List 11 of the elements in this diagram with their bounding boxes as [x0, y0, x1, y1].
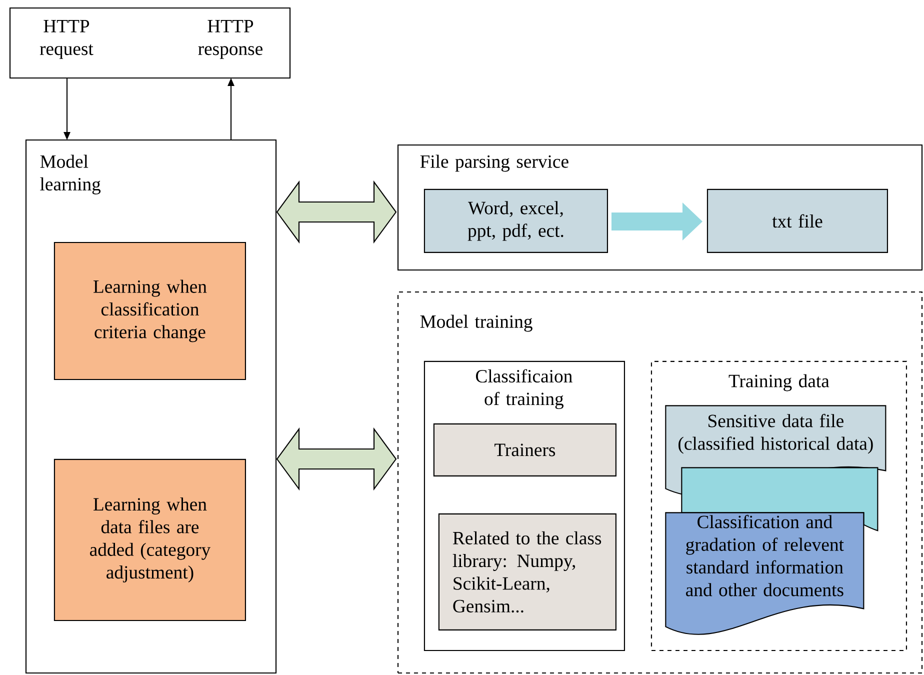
- process-box: Learning when data files are added (category adjustment): [54, 458, 246, 621]
- document-shape: [681, 467, 878, 532]
- block-arrow: [276, 427, 397, 491]
- http-box: HTTP request HTTP response: [9, 7, 291, 79]
- block-arrow: [276, 180, 397, 244]
- process-box: Learning when classification criteria change: [54, 242, 246, 380]
- process-box: Trainers: [433, 423, 616, 476]
- process-box: txt file: [706, 188, 888, 253]
- process-box: Word, excel, ppt, pdf, ect.: [424, 188, 608, 253]
- block-arrow: [611, 202, 702, 240]
- process-box: Related to the class library: Numpy, Scikit-Learn, Gensim...: [438, 513, 616, 630]
